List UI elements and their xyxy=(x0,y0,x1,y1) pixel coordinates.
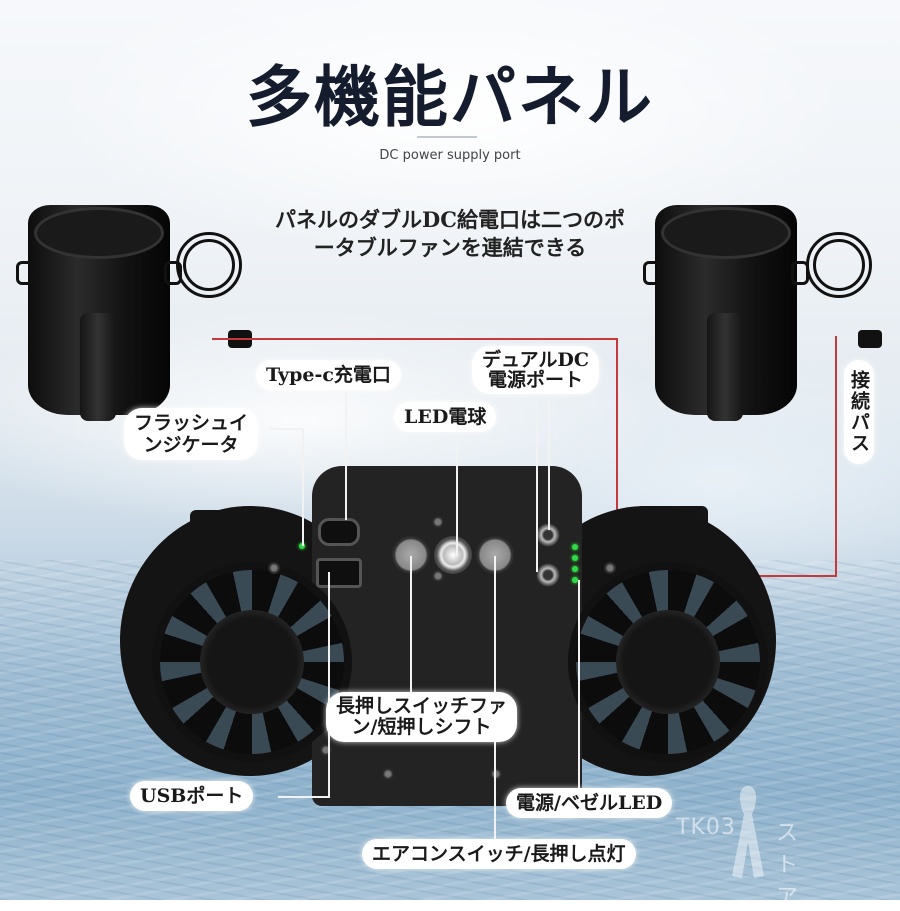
description-line-2: ータブルファンを連結できる xyxy=(313,235,587,260)
belt-clip xyxy=(707,313,743,421)
power-led-3 xyxy=(572,566,578,572)
description-line-1: パネルのダブルDC給電口は二つのポ xyxy=(275,207,625,232)
leader-line xyxy=(548,402,550,530)
watermark-store: ストア xyxy=(776,821,800,910)
strap-loop xyxy=(643,261,661,285)
leader-line xyxy=(278,796,330,798)
power-led-1 xyxy=(572,544,578,550)
fan-hub xyxy=(616,610,720,714)
label-led-bulb: LED電球 xyxy=(394,402,497,432)
leader-line xyxy=(410,556,412,696)
cable-coil-left xyxy=(176,232,242,298)
usb-port[interactable] xyxy=(316,558,362,588)
connection-line xyxy=(835,336,837,576)
screw xyxy=(432,516,444,528)
label-fan-switch: 長押しスイッチファ ン/短押しシフト xyxy=(326,692,518,742)
control-board xyxy=(312,466,582,806)
leader-line xyxy=(578,580,580,788)
ribbon-icon xyxy=(732,786,764,878)
fan-right xyxy=(568,562,768,762)
power-led-2 xyxy=(572,555,578,561)
label-line: ンジケータ xyxy=(143,434,239,456)
flash-indicator-led xyxy=(299,543,305,549)
label-aircon-switch: エアコンスイッチ/長押し点灯 xyxy=(362,839,636,869)
label-line: 電源ポート xyxy=(488,369,584,391)
dc-plug-right xyxy=(858,330,882,348)
multifunction-panel xyxy=(106,466,786,816)
label-power-bezel-led: 電源/ベゼルLED xyxy=(506,788,673,818)
cable-coil-right xyxy=(806,232,872,298)
label-line: デュアルDC xyxy=(482,349,590,371)
label-type-c-port: Type-c充電口 xyxy=(256,360,401,390)
fan-grille-top xyxy=(661,207,791,259)
screw xyxy=(490,768,502,780)
power-led-4 xyxy=(572,577,578,583)
strap-loop xyxy=(16,261,34,285)
label-usb-port: USBポート xyxy=(130,781,254,811)
label-dual-dc-port: デュアルDC 電源ポート xyxy=(472,346,600,394)
type-c-port[interactable] xyxy=(318,518,360,546)
leader-line xyxy=(536,402,538,572)
screw xyxy=(382,768,394,780)
portable-fan-right xyxy=(643,205,809,421)
leader-line xyxy=(345,388,347,520)
connection-line xyxy=(616,338,618,530)
led-bulb xyxy=(434,536,472,574)
leader-line xyxy=(456,432,458,556)
page-subtitle: DC power supply port xyxy=(379,148,521,163)
page-title: 多機能パネル xyxy=(246,59,654,136)
leader-line xyxy=(302,428,304,546)
leader-line xyxy=(270,428,302,430)
label-line: 長押しスイッチファ xyxy=(336,695,508,717)
fan-grille-top xyxy=(34,207,164,259)
label-line: ン/短押しシフト xyxy=(351,716,492,738)
screw xyxy=(268,562,280,574)
screw xyxy=(432,570,444,582)
fan-hub xyxy=(200,610,304,714)
screw xyxy=(604,562,616,574)
belt-clip xyxy=(80,313,116,421)
screw xyxy=(320,744,332,756)
leader-line xyxy=(328,572,330,796)
connection-line xyxy=(212,338,616,340)
fan-left xyxy=(152,562,352,762)
label-line: フラッシュイ xyxy=(134,412,249,434)
label-connection-path: 接続パス xyxy=(844,360,874,464)
label-flash-indicator: フラッシュイ ンジケータ xyxy=(124,408,259,460)
watermark-brand: TK03 xyxy=(676,815,736,840)
title-divider xyxy=(417,136,477,138)
description: パネルのダブルDC給電口は二つのポ ータブルファンを連結できる xyxy=(240,206,660,262)
portable-fan-left xyxy=(16,205,182,421)
dc-port-2[interactable] xyxy=(536,563,560,587)
